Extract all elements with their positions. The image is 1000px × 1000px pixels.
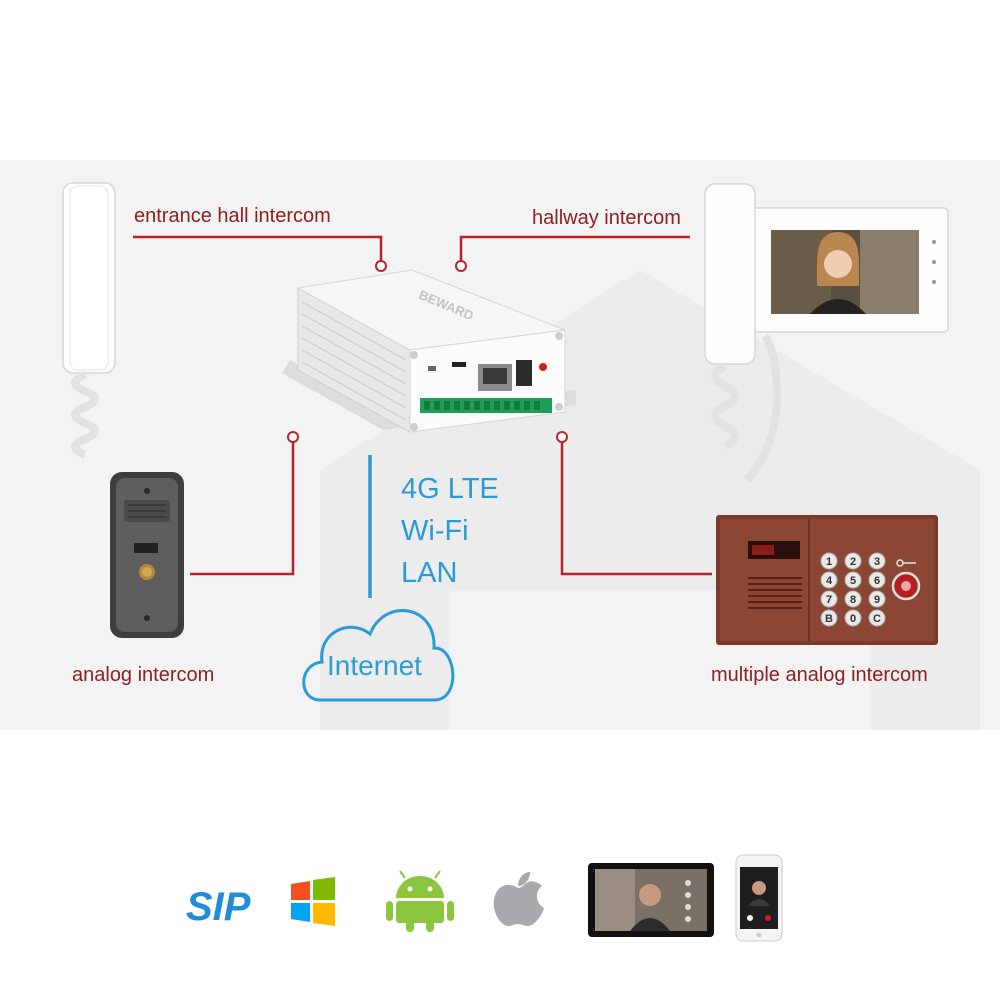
- android-icon: [386, 870, 454, 932]
- keypad-key: [820, 590, 838, 608]
- phone-device: [735, 854, 783, 942]
- keypad-key: [820, 609, 838, 627]
- keypad-key-label: 2: [850, 556, 856, 568]
- connector-dots: [287, 260, 568, 443]
- line-hallway: [459, 235, 690, 266]
- label-analog-intercom: analog intercom: [72, 664, 215, 686]
- cloud-icon: [302, 609, 455, 702]
- hallway-monitor: [704, 183, 949, 483]
- keypad-key: [868, 571, 886, 589]
- keypad-key: [820, 552, 838, 570]
- handset-entrance: [62, 182, 116, 459]
- label-multiple-analog-intercom: multiple analog intercom: [711, 664, 928, 686]
- keypad-key-label: 4: [826, 575, 833, 587]
- network-line-wifi: Wi-Fi: [401, 515, 469, 547]
- sip-logo: SIP: [186, 885, 251, 929]
- dot-multiple: [556, 431, 568, 443]
- keypad-key: [868, 590, 886, 608]
- keypad-key: [820, 571, 838, 589]
- keypad-key-label: 8: [850, 594, 856, 606]
- gateway-device: BEWARD: [282, 269, 576, 433]
- apple-icon: [493, 872, 544, 926]
- multiple-intercom-panel: 1 2 3 4 5 6 7 8 9B 0 C: [716, 515, 938, 645]
- keypad-key: [844, 590, 862, 608]
- keypad-key: [868, 552, 886, 570]
- keypad-key-label: 5: [850, 575, 856, 587]
- label-entrance-hall-intercom: entrance hall intercom: [134, 205, 331, 227]
- keypad-key-label: B: [825, 613, 833, 625]
- power-jack: [516, 360, 532, 386]
- keypad: 1 2 3 4 5 6 7 8 9B 0 C: [820, 552, 886, 627]
- network-line-4g: 4G LTE: [401, 473, 499, 505]
- dot-entrance: [375, 260, 387, 272]
- dot-hallway: [455, 260, 467, 272]
- connector-lines: [133, 235, 712, 576]
- keypad-key: [844, 609, 862, 627]
- label-hallway-intercom: hallway intercom: [532, 207, 681, 229]
- line-analog: [190, 437, 295, 576]
- keypad-key: [844, 552, 862, 570]
- keypad-key-label: C: [873, 613, 881, 625]
- keypad-key: [868, 609, 886, 627]
- keypad-key-label: 7: [826, 594, 832, 606]
- keypad-key-label: 0: [850, 613, 856, 625]
- analog-door-panel: [110, 472, 184, 638]
- dot-analog: [287, 431, 299, 443]
- keypad-key-label: 1: [826, 556, 832, 568]
- network-line-lan: LAN: [401, 557, 458, 589]
- windows-logo: [291, 877, 335, 926]
- keypad-key: [844, 571, 862, 589]
- cloud-label: Internet: [327, 650, 422, 681]
- tablet-device: [588, 863, 714, 937]
- line-entrance: [133, 235, 383, 266]
- line-multiple: [560, 437, 712, 576]
- keypad-key-label: 3: [874, 556, 880, 568]
- keypad-key-label: 6: [874, 575, 880, 587]
- keypad-key-label: 9: [874, 594, 880, 606]
